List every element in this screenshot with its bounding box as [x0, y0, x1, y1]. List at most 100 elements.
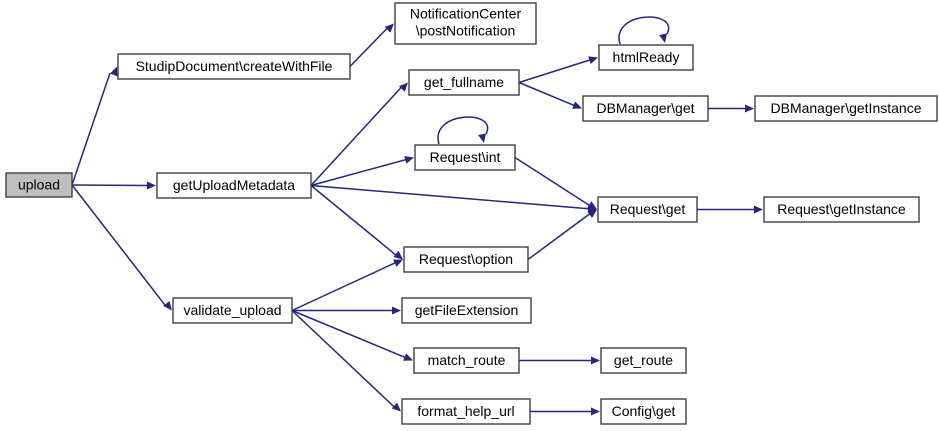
node-box[interactable] [414, 144, 516, 171]
edge-path [291, 309, 395, 408]
edge-arrowhead [391, 402, 401, 412]
edge-request_option-to-request_get [527, 209, 597, 261]
node-label: Request\get [610, 201, 686, 217]
node-label: Request\getInstance [777, 201, 906, 217]
edge-path [291, 261, 397, 312]
node-studipdocument_createwithfile[interactable]: StudipDocument\createWithFile [117, 53, 351, 80]
node-label: upload [18, 177, 60, 193]
edge-getuploadmetadata-to-get_fullname [310, 82, 408, 187]
edge-arrowhead [587, 209, 597, 219]
edge-path [310, 184, 397, 256]
node-match_route[interactable]: match_route [413, 347, 520, 374]
node-box[interactable] [597, 196, 698, 223]
edge-dbmanager_get-to-dbmanager_getinstance [708, 104, 754, 113]
edge-match_route-to-get_route [519, 356, 600, 365]
edge-validate_upload-to-request_option [291, 259, 403, 312]
node-dbmanager_getinstance[interactable]: DBManager\getInstance [754, 95, 938, 122]
edge-arrowhead [403, 353, 413, 361]
node-label: Request\option [419, 251, 513, 267]
edge-layer [71, 16, 763, 416]
edge-path [310, 158, 408, 187]
edge-arrowhead [393, 259, 403, 267]
node-dbmanager_get[interactable]: DBManager\get [582, 95, 709, 122]
node-get_route[interactable]: get_route [600, 347, 687, 374]
edge-getuploadmetadata-to-request_option [310, 184, 403, 260]
edge-arrowhead [659, 33, 667, 43]
edge-request_get-to-request_getinstance [697, 205, 763, 214]
edge-arrowhead [588, 56, 598, 65]
edge-arrowhead [393, 250, 403, 260]
node-upload[interactable]: upload [5, 172, 73, 198]
node-label: Request\int [430, 149, 501, 165]
node-request_getinstance[interactable]: Request\getInstance [763, 196, 920, 223]
node-box[interactable] [117, 53, 351, 80]
node-box[interactable] [403, 246, 529, 273]
edge-getuploadmetadata-to-request_int [310, 156, 414, 187]
node-label: NotificationCenter\postNotification [410, 5, 522, 38]
edge-validate_upload-to-getfileextension [292, 306, 401, 315]
edge-path [291, 309, 407, 359]
edge-path [518, 58, 592, 84]
edge-arrowhead [591, 356, 600, 365]
node-box[interactable] [408, 69, 520, 96]
node-box[interactable] [5, 172, 73, 198]
node-label: DBManager\get [596, 100, 694, 116]
edge-arrowhead [384, 23, 394, 33]
node-label: format_help_url [417, 403, 514, 419]
node-label: htmlReady [613, 49, 680, 65]
edge-path [437, 116, 489, 145]
node-box[interactable] [754, 95, 938, 122]
node-get_fullname[interactable]: get_fullname [408, 69, 520, 96]
edge-arrowhead [754, 205, 763, 214]
edge-studipdocument_createwithfile-to-notificationcenter_postnotification [349, 23, 394, 68]
edge-path [527, 213, 591, 261]
node-label: get_fullname [424, 74, 504, 90]
edge-arrowhead [392, 306, 401, 315]
edge-upload-to-validate_upload [71, 184, 172, 311]
node-getfileextension[interactable]: getFileExtension [401, 297, 532, 324]
edge-format_help_url-to-config_get [530, 407, 600, 416]
node-validate_upload[interactable]: validate_upload [172, 297, 293, 324]
edge-validate_upload-to-match_route [291, 309, 413, 361]
node-label: StudipDocument\createWithFile [136, 58, 333, 74]
node-getuploadmetadata[interactable]: getUploadMetadata [156, 172, 312, 199]
node-request_get[interactable]: Request\get [597, 196, 698, 223]
node-box[interactable] [763, 196, 920, 223]
node-label: match_route [428, 352, 506, 368]
node-box[interactable] [172, 297, 293, 324]
node-notificationcenter_postnotification[interactable]: NotificationCenter\postNotification [394, 2, 537, 45]
edge-path [349, 27, 388, 68]
node-box[interactable] [156, 172, 312, 199]
node-label: getFileExtension [415, 302, 519, 318]
edge-arrowhead [398, 82, 408, 92]
edge-path [71, 184, 166, 306]
node-label: DBManager\getInstance [771, 100, 922, 116]
node-box[interactable] [600, 398, 687, 425]
edge-path [310, 184, 591, 210]
node-box[interactable] [401, 297, 532, 324]
node-format_help_url[interactable]: format_help_url [401, 398, 531, 425]
node-label: getUploadMetadata [173, 177, 295, 193]
edge-request_int-to-request_get [514, 156, 597, 210]
node-htmlready[interactable]: htmlReady [598, 44, 694, 71]
node-label: get_route [614, 352, 673, 368]
edge-upload-to-getuploadmetadata [71, 181, 156, 190]
node-config_get[interactable]: Config\get [600, 398, 687, 425]
edge-arrowhead [163, 300, 172, 311]
node-request_int[interactable]: Request\int [414, 144, 516, 171]
edge-path [310, 87, 402, 187]
node-request_option[interactable]: Request\option [403, 246, 529, 273]
node-box[interactable] [600, 347, 687, 374]
node-box[interactable] [401, 398, 531, 425]
edge-upload-to-studipdocument_createwithfile [71, 66, 118, 186]
node-label: Config\get [612, 403, 676, 419]
node-box[interactable] [394, 2, 537, 45]
node-box[interactable] [598, 44, 694, 71]
edge-arrowhead [572, 101, 582, 109]
node-box[interactable] [582, 95, 709, 122]
edge-validate_upload-to-format_help_url [291, 309, 401, 412]
edge-path [618, 16, 670, 45]
node-layer: upload StudipDocument\createWithFile getUp… [5, 2, 938, 425]
node-box[interactable] [413, 347, 520, 374]
